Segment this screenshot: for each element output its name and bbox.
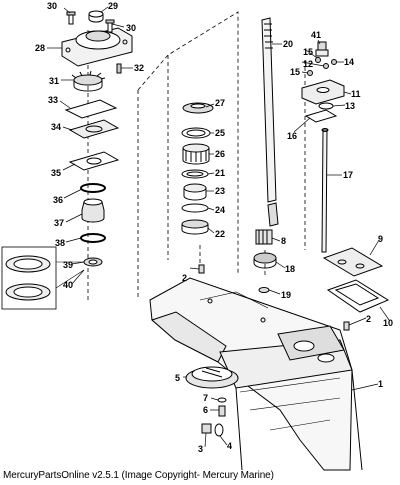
bushing-11: [301, 79, 345, 105]
ring-25: [181, 127, 211, 139]
callout-1: 1: [378, 379, 383, 389]
cover-plate-9: [322, 247, 384, 277]
gear-housing-1: [149, 277, 363, 471]
o-ring-38: [80, 233, 106, 243]
callout-15-bottom: 15: [290, 67, 300, 77]
bearing-8: [255, 229, 273, 245]
copyright-footer: MercuryPartsOnline v2.5.1 (Image Copyrig…: [3, 470, 274, 481]
pin-2-left: [198, 264, 205, 274]
callout-22: 22: [215, 229, 225, 239]
callout-5: 5: [175, 373, 180, 383]
sleeve-22: [181, 219, 209, 235]
callout-36: 36: [53, 195, 63, 205]
callout-7: 7: [203, 393, 208, 403]
part-callouts: 30 29 30 28 31 32 33 34 35 36 37 38 39 4…: [35, 1, 393, 454]
pinion-gear-18: [253, 252, 277, 269]
callout-20: 20: [283, 39, 293, 49]
key-32: [116, 63, 122, 74]
bearing-cup-27: [182, 102, 214, 114]
callout-2-left: 2: [182, 273, 187, 283]
ring-24: [181, 203, 209, 213]
callout-28: 28: [35, 43, 45, 53]
callout-30-left: 30: [47, 1, 57, 11]
fitting-41: [315, 41, 329, 57]
callout-37: 37: [54, 218, 64, 228]
screw-30-left: [66, 11, 76, 25]
anode-5: [185, 366, 239, 389]
callout-14: 14: [344, 57, 354, 67]
screw-6: [218, 405, 226, 417]
callout-39: 39: [63, 260, 73, 270]
callout-10: 10: [383, 318, 393, 328]
gasket-33: [64, 99, 118, 119]
callout-29: 29: [108, 1, 118, 11]
callout-6: 6: [203, 405, 208, 415]
carrier-37: [81, 198, 105, 223]
callout-33: 33: [48, 95, 58, 105]
grommet-29: [88, 10, 104, 23]
water-pump-housing: [61, 27, 133, 67]
oil-seal-detail-box: [1, 246, 85, 310]
callout-32: 32: [134, 63, 144, 73]
callout-41: 41: [311, 30, 321, 40]
callout-18: 18: [285, 264, 295, 274]
callout-17: 17: [343, 170, 353, 180]
gasket-35: [68, 151, 120, 171]
callout-9: 9: [378, 234, 383, 244]
callout-3: 3: [198, 444, 203, 454]
callout-31: 31: [49, 76, 59, 86]
bearing-23: [183, 183, 207, 201]
callout-13: 13: [345, 101, 355, 111]
nut-19: [258, 287, 270, 293]
seal-39: [83, 257, 103, 267]
driveshaft-20: [261, 17, 279, 227]
plate-34: [68, 119, 120, 139]
callout-21: 21: [215, 168, 225, 178]
washer-7: [217, 397, 227, 403]
callout-25: 25: [215, 128, 225, 138]
callout-34: 34: [51, 122, 61, 132]
callout-26: 26: [215, 149, 225, 159]
callout-4: 4: [227, 441, 232, 451]
callout-23: 23: [215, 186, 225, 196]
impeller-31: [71, 70, 106, 92]
callout-8: 8: [281, 236, 286, 246]
callout-12: 12: [303, 59, 313, 69]
bearing-26: [182, 143, 210, 165]
cup-21: [181, 169, 209, 179]
callout-27: 27: [215, 98, 225, 108]
o-ring-36: [80, 183, 106, 193]
callout-19: 19: [281, 290, 291, 300]
plug-3: [201, 423, 212, 434]
shift-shaft-17: [321, 128, 329, 253]
callout-15-top: 15: [303, 47, 313, 57]
callout-2-right: 2: [366, 314, 371, 324]
callout-35: 35: [51, 168, 61, 178]
screw-14: [331, 59, 337, 65]
callout-16: 16: [287, 131, 297, 141]
gasket-16: [304, 109, 338, 123]
seal-13: [318, 102, 334, 110]
callout-11: 11: [351, 89, 361, 99]
screw-30-right: [105, 19, 115, 33]
screws-15: [307, 57, 321, 76]
callout-40: 40: [63, 280, 73, 290]
callout-24: 24: [215, 205, 225, 215]
pin-2-right: [343, 321, 350, 331]
callout-38: 38: [55, 238, 65, 248]
screw-12: [323, 63, 329, 69]
washer-4: [214, 423, 224, 437]
leader-lines: [47, 6, 390, 448]
gasket-10: [326, 279, 390, 313]
callout-30-right: 30: [126, 23, 136, 33]
